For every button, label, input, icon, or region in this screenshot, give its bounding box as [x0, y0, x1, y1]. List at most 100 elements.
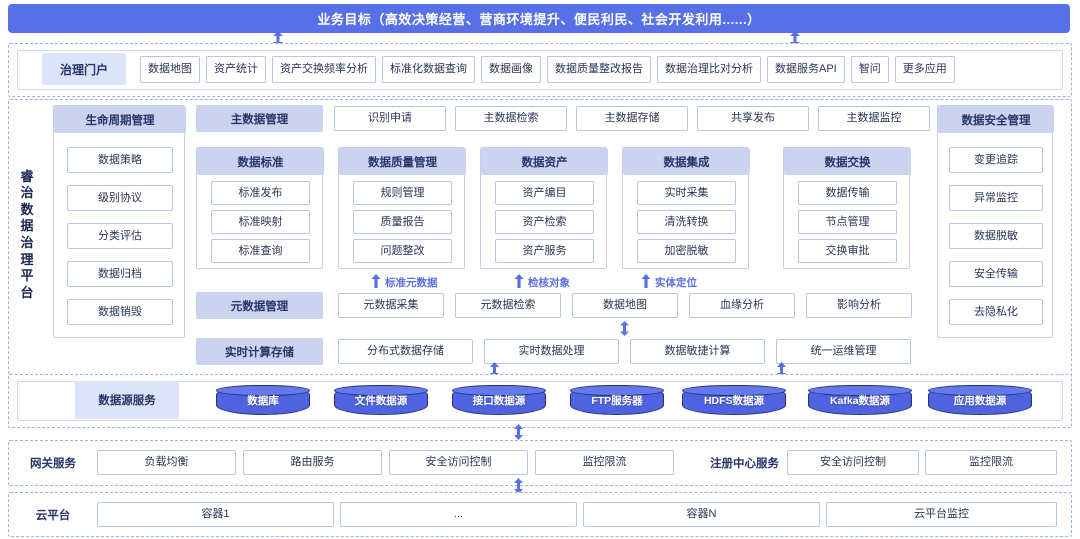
- module-item[interactable]: 加密脱敏: [637, 239, 736, 263]
- datasource-name: 应用数据源: [953, 394, 1007, 407]
- gateway-item[interactable]: 负载均衡: [97, 450, 236, 475]
- platform-title-char: 台: [20, 284, 34, 300]
- cylinder-top: [808, 385, 912, 396]
- module-item[interactable]: 质量报告: [353, 210, 452, 234]
- registry-item[interactable]: 安全访问控制: [787, 450, 919, 475]
- cloud-item[interactable]: ...: [340, 502, 577, 527]
- portal-app-chip[interactable]: 智问: [850, 55, 889, 83]
- datasource-cylinder[interactable]: 数据库: [216, 385, 310, 415]
- datasource-cylinder[interactable]: 接口数据源: [452, 385, 546, 415]
- master-data-item[interactable]: 主数据存储: [576, 106, 688, 131]
- platform-title-char: 理: [20, 251, 34, 267]
- platform-title-char: 睿: [20, 168, 34, 184]
- cylinder-top: [334, 385, 428, 396]
- realtime-item[interactable]: 统一运维管理: [776, 339, 911, 364]
- module-item[interactable]: 交换审批: [798, 239, 897, 263]
- metadata-title: 元数据管理: [196, 292, 323, 319]
- security-item[interactable]: 异常监控: [949, 185, 1043, 211]
- module-card-data-standard: 数据标准 标准发布 标准映射 标准查询: [196, 147, 324, 269]
- annotation-arrow-up: [641, 274, 651, 288]
- security-item[interactable]: 安全传输: [949, 261, 1043, 287]
- portal-app-chip[interactable]: 数据地图: [140, 55, 200, 83]
- portal-label: 治理门户: [42, 53, 126, 85]
- module-item[interactable]: 规则管理: [353, 181, 452, 205]
- master-data-item[interactable]: 共享发布: [697, 106, 809, 131]
- datasource-cylinder[interactable]: FTP服务器: [570, 385, 664, 415]
- portal-app-chip[interactable]: 标准化数据查询: [382, 55, 475, 83]
- annotation-label: 实体定位: [655, 277, 697, 289]
- portal-app-chip[interactable]: 资产统计: [206, 55, 266, 83]
- module-item[interactable]: 资产服务: [495, 239, 594, 263]
- realtime-title: 实时计算存储: [196, 338, 323, 365]
- realtime-item[interactable]: 实时数据处理: [484, 339, 619, 364]
- datasource-cylinder[interactable]: 文件数据源: [334, 385, 428, 415]
- module-item[interactable]: 标准映射: [211, 210, 310, 234]
- metadata-item[interactable]: 血缘分析: [689, 293, 795, 318]
- cylinder-top: [570, 385, 664, 396]
- module-item[interactable]: 清洗转换: [637, 210, 736, 234]
- portal-app-chip[interactable]: 资产交换频率分析: [272, 55, 376, 83]
- gateway-item[interactable]: 路由服务: [243, 450, 382, 475]
- cloud-item[interactable]: 云平台监控: [826, 502, 1057, 527]
- security-card: 数据安全管理 变更追踪 异常监控 数据脱敏 安全传输 去隐私化: [937, 105, 1054, 338]
- gateway-item[interactable]: 安全访问控制: [389, 450, 528, 475]
- portal-app-chip[interactable]: 数据治理比对分析: [657, 55, 761, 83]
- platform-vertical-title: 睿 治 数 据 治 理 平 台: [14, 110, 40, 360]
- annotation-arrow-up: [514, 274, 524, 288]
- master-data-item[interactable]: 主数据检索: [455, 106, 567, 131]
- datasource-inner-frame: [17, 381, 1063, 421]
- platform-title-char: 数: [20, 201, 34, 217]
- lifecycle-item[interactable]: 数据归档: [67, 261, 173, 287]
- platform-title-char: 平: [20, 268, 34, 284]
- portal-app-chip[interactable]: 数据画像: [481, 55, 541, 83]
- lifecycle-item[interactable]: 分类评估: [67, 223, 173, 249]
- datasource-cylinder[interactable]: HDFS数据源: [682, 385, 786, 415]
- module-item[interactable]: 资产编目: [495, 181, 594, 205]
- portal-app-chip[interactable]: 数据质量整改报告: [547, 55, 651, 83]
- security-item[interactable]: 去隐私化: [949, 299, 1043, 325]
- metadata-item[interactable]: 元数据检索: [455, 293, 561, 318]
- master-data-item[interactable]: 主数据监控: [818, 106, 930, 131]
- annotation-arrow-up: [371, 274, 381, 288]
- module-item[interactable]: 节点管理: [798, 210, 897, 234]
- gateway-label: 网关服务: [30, 458, 76, 470]
- cloud-item[interactable]: 容器N: [583, 502, 820, 527]
- module-card-title: 数据质量管理: [339, 148, 466, 175]
- realtime-item[interactable]: 分布式数据存储: [338, 339, 473, 364]
- portal-app-chip[interactable]: 数据服务API: [767, 55, 845, 83]
- realtime-item[interactable]: 数据敏捷计算: [630, 339, 765, 364]
- module-card-data-integration: 数据集成 实时采集 清洗转换 加密脱敏: [622, 147, 750, 269]
- module-card-title: 数据标准: [197, 148, 324, 175]
- module-item[interactable]: 资产检索: [495, 210, 594, 234]
- cylinder-top: [216, 385, 310, 396]
- module-item[interactable]: 实时采集: [637, 181, 736, 205]
- lifecycle-item[interactable]: 数据策略: [67, 147, 173, 173]
- module-card-title: 数据交换: [784, 148, 911, 175]
- cloud-label: 云平台: [35, 510, 71, 522]
- lifecycle-item[interactable]: 数据销毁: [67, 299, 173, 325]
- datasource-cylinder[interactable]: 应用数据源: [928, 385, 1032, 415]
- master-data-item[interactable]: 识别申请: [334, 106, 446, 131]
- module-item[interactable]: 数据传输: [798, 181, 897, 205]
- module-card-data-quality: 数据质量管理 规则管理 质量报告 问题整改: [338, 147, 466, 269]
- datasource-name: HDFS数据源: [703, 394, 765, 407]
- metadata-item[interactable]: 影响分析: [806, 293, 912, 318]
- security-item[interactable]: 数据脱敏: [949, 223, 1043, 249]
- registry-item[interactable]: 监控限流: [925, 450, 1057, 475]
- business-goal-text: 业务目标（高效决策经营、营商环境提升、便民利民、社会开发利用......）: [317, 12, 761, 27]
- registry-label: 注册中心服务: [710, 458, 779, 470]
- lifecycle-item[interactable]: 级别协议: [67, 185, 173, 211]
- module-item[interactable]: 标准查询: [211, 239, 310, 263]
- security-card-title: 数据安全管理: [938, 106, 1054, 133]
- gateway-item[interactable]: 监控限流: [535, 450, 674, 475]
- security-item[interactable]: 变更追踪: [949, 147, 1043, 173]
- metadata-item[interactable]: 数据地图: [572, 293, 678, 318]
- cloud-item[interactable]: 容器1: [97, 502, 334, 527]
- business-goal-banner: 业务目标（高效决策经营、营商环境提升、便民利民、社会开发利用......）: [8, 4, 1070, 33]
- metadata-item[interactable]: 元数据采集: [338, 293, 444, 318]
- module-item[interactable]: 标准发布: [211, 181, 310, 205]
- datasource-cylinder[interactable]: Kafka数据源: [808, 385, 912, 415]
- portal-app-chip[interactable]: 更多应用: [894, 55, 955, 83]
- module-item[interactable]: 问题整改: [353, 239, 452, 263]
